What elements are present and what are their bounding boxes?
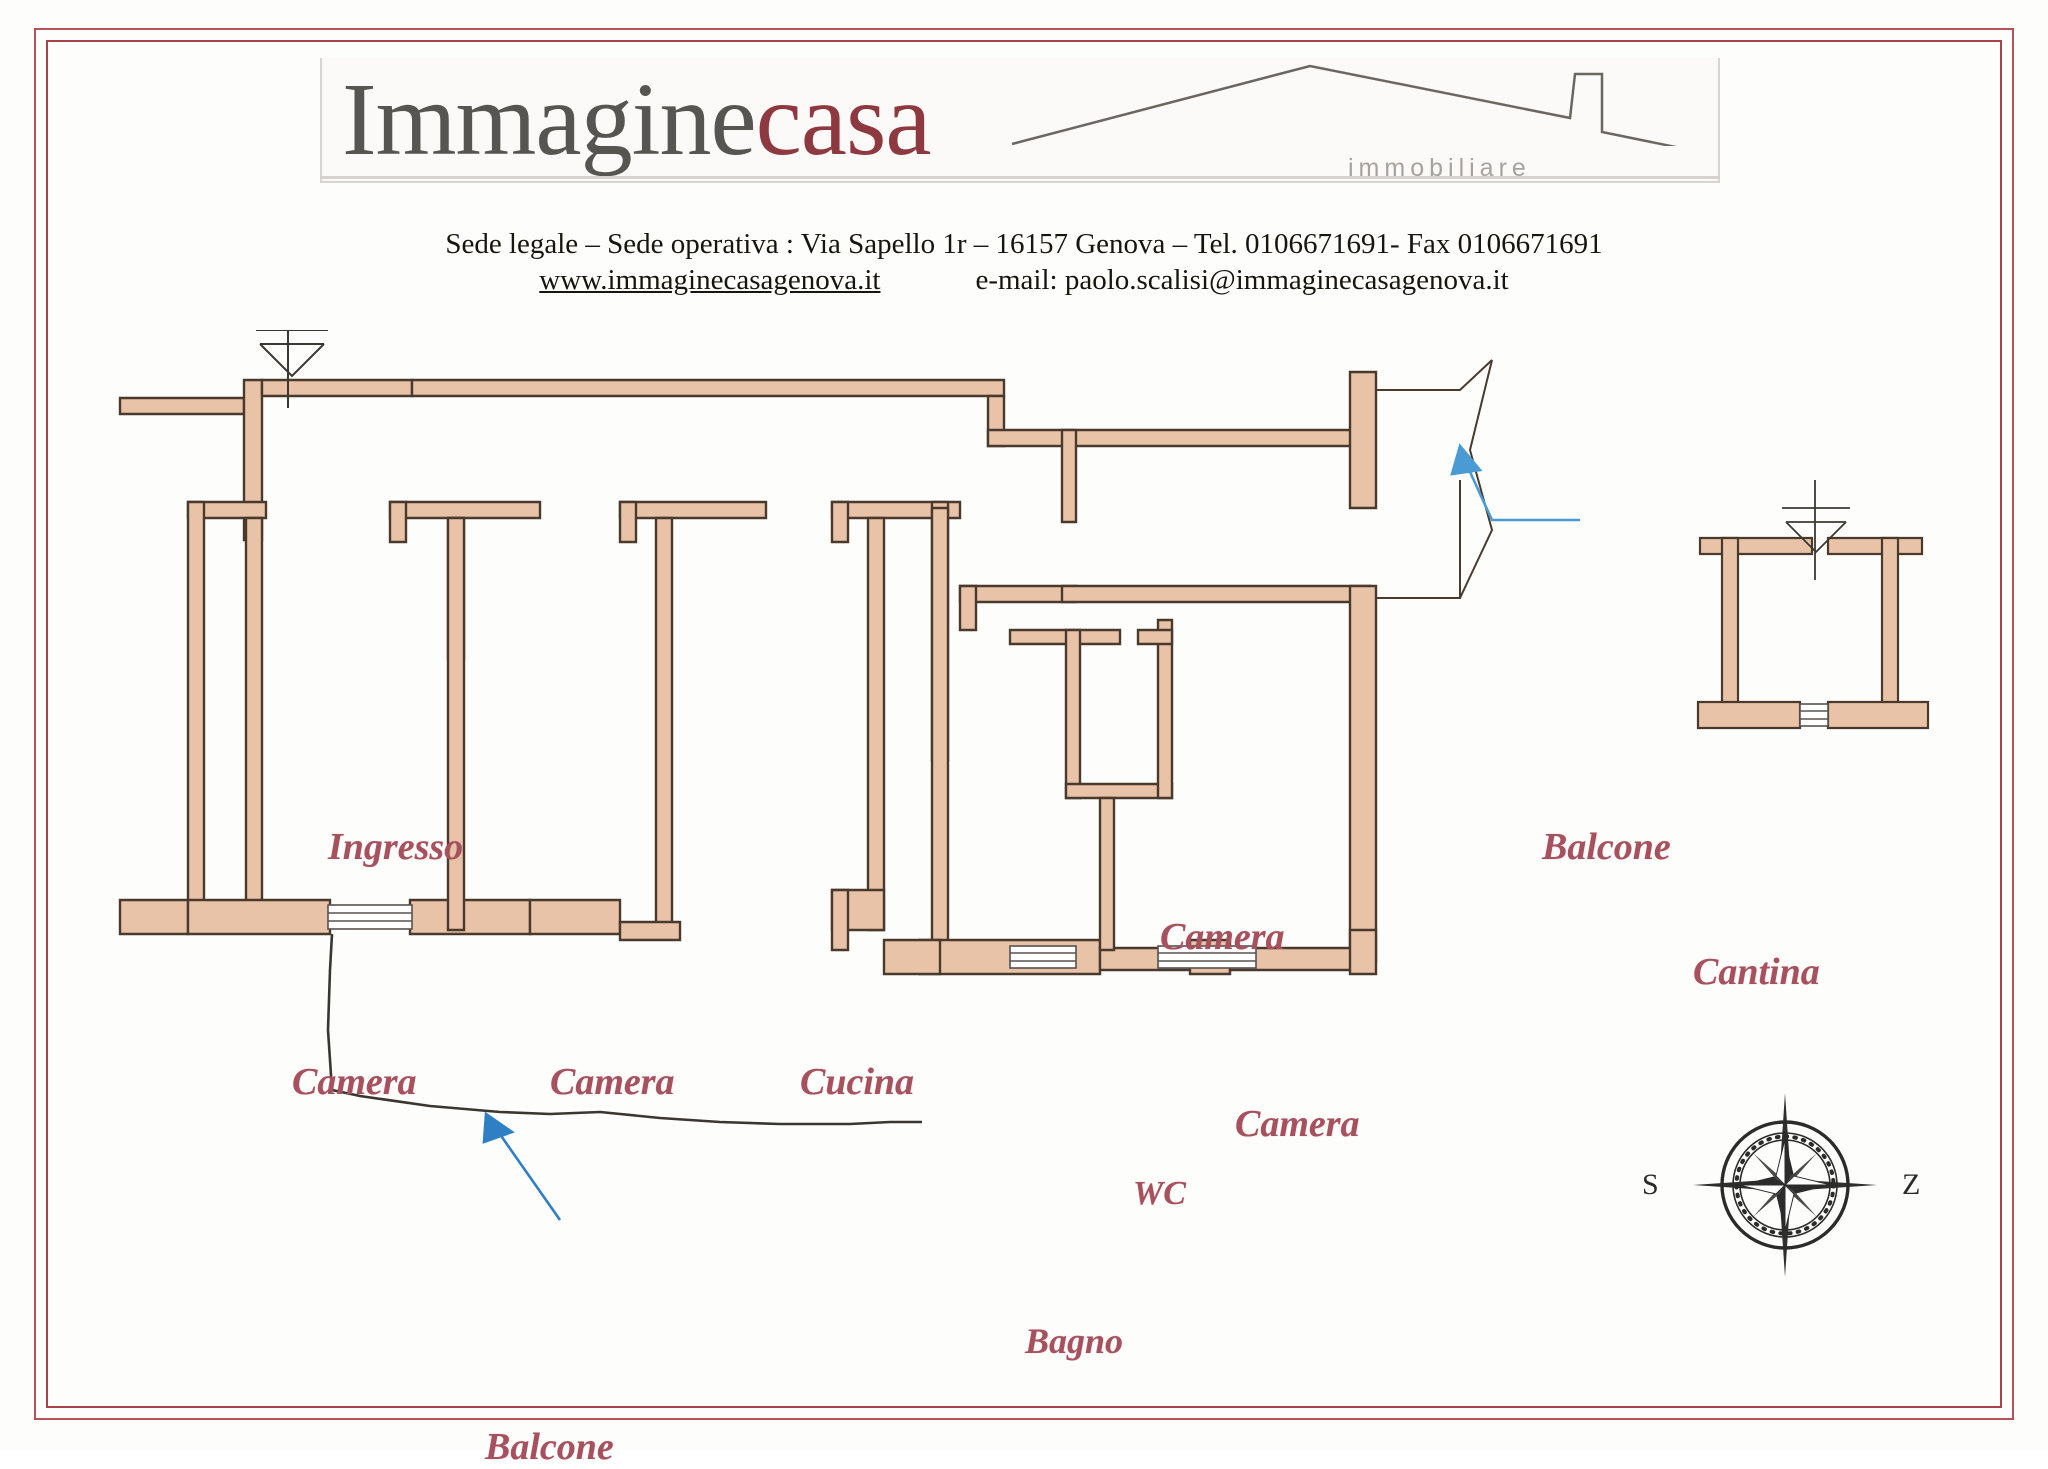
label-cantina: Cantina xyxy=(1693,951,1820,993)
annotation-label-balcone-bottom: Balcone xyxy=(485,1426,614,1468)
room-label-bagno: Bagno xyxy=(1025,1321,1124,1361)
floor-plan: Ingresso Camera Camera Cucina Camera Cam… xyxy=(60,330,1990,1468)
logo-word-accent: casa xyxy=(755,62,932,177)
room-label-cucina: Cucina xyxy=(800,1061,915,1103)
logo-word-primary: Immagine xyxy=(342,62,757,177)
logo-wordmark: Immaginecasa xyxy=(342,62,932,177)
compass-label-right: Z xyxy=(1902,1168,1921,1201)
compass-rose: S Z xyxy=(1640,1090,1930,1280)
company-logo: Immaginecasa immobiliare xyxy=(320,58,1720,183)
border-frame-outer xyxy=(34,28,2014,1420)
contact-web-line: www.immaginecasagenova.it e-mail: paolo.s… xyxy=(0,264,2048,297)
email-link[interactable]: e-mail: paolo.scalisi@immaginecasagenova… xyxy=(975,264,1509,296)
entrance-door-symbol xyxy=(256,330,328,408)
contact-address-line: Sede legale – Sede operativa : Via Sapel… xyxy=(445,228,1603,260)
balcony-outline-bottom xyxy=(326,933,922,1126)
cantina-walls xyxy=(1696,536,1930,730)
logo-underline-rule xyxy=(320,176,1720,179)
cantina-door-symbol xyxy=(1799,703,1829,727)
window-symbols xyxy=(327,904,1257,969)
room-label-wc: WC xyxy=(1133,1175,1186,1212)
compass-label-left: S xyxy=(1642,1168,1659,1201)
compass-rose-icon xyxy=(1693,1093,1877,1277)
website-link[interactable]: www.immaginecasagenova.it xyxy=(539,264,881,296)
annotation-arrow-balcone-bottom xyxy=(482,1111,562,1221)
room-label-ingresso: Ingresso xyxy=(328,826,464,868)
apartment-walls xyxy=(118,370,1378,976)
logo-box xyxy=(320,58,1720,183)
annotation-arrow-balcone-right xyxy=(1450,443,1580,522)
cantina-fixture-symbol xyxy=(1782,480,1850,580)
house-roof-icon xyxy=(1011,64,1677,146)
annotation-label-balcone-right: Balcone xyxy=(1542,826,1671,868)
border-frame-inner xyxy=(46,40,2002,1408)
room-label-camera-2: Camera xyxy=(550,1061,675,1103)
room-label-camera-3: Camera xyxy=(1160,916,1285,958)
floor-plan-drawing xyxy=(118,330,1930,1221)
wall-detail-lines xyxy=(1376,359,1494,599)
room-label-camera-1: Camera xyxy=(292,1061,417,1103)
room-label-camera-4: Camera xyxy=(1235,1103,1360,1145)
